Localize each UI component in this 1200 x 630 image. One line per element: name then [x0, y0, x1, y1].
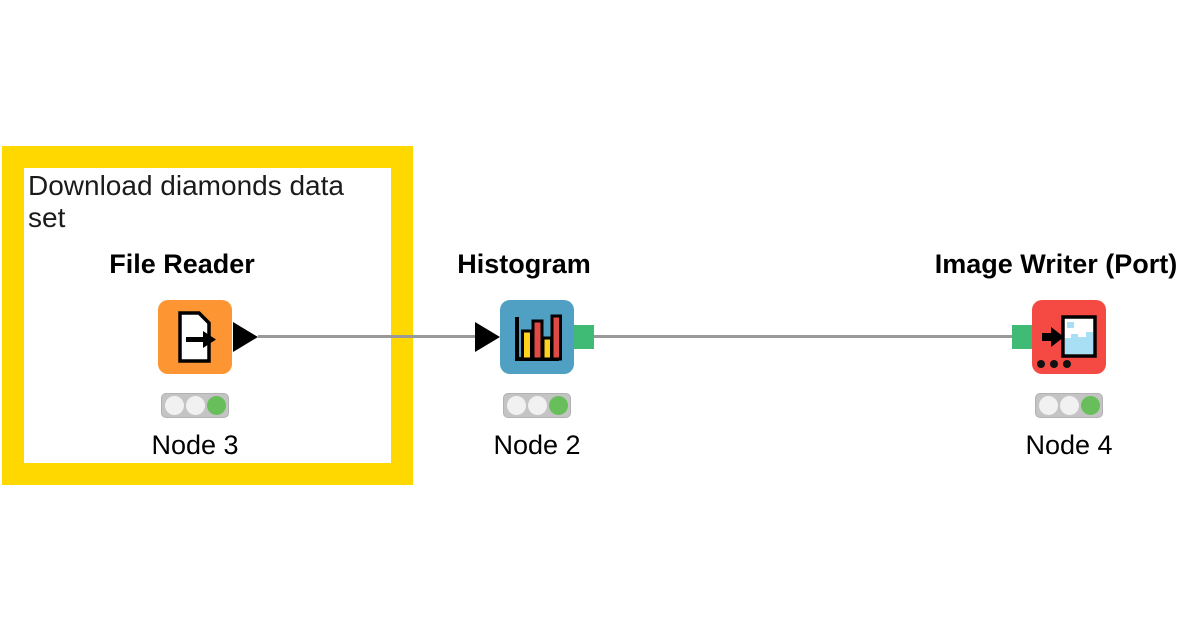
node-histogram[interactable]: Histogram Node 2 [387, 249, 687, 460]
status-light-red [506, 396, 526, 415]
image-write-icon [1042, 315, 1097, 358]
annotation-text: Download diamonds data set [28, 170, 344, 234]
filereader-output-port[interactable] [233, 322, 258, 352]
status-light-green [548, 396, 568, 415]
node-label: Node 2 [493, 430, 581, 460]
histogram-output-port[interactable] [574, 325, 594, 349]
node-label: Node 4 [1025, 430, 1113, 460]
bar-chart-icon [515, 314, 562, 361]
connection-histogram-imagewriter[interactable] [594, 335, 1012, 338]
status-light-red [164, 396, 184, 415]
status-light-red [1038, 396, 1058, 415]
status-light-green [206, 396, 226, 415]
node-title: Image Writer (Port) [934, 249, 1178, 279]
node-label: Node 3 [151, 430, 239, 460]
workflow-annotation[interactable]: Download diamonds data set [2, 146, 413, 485]
file-export-icon [178, 311, 216, 363]
status-traffic-light [1035, 393, 1103, 418]
connection-filereader-histogram[interactable] [258, 335, 475, 338]
imagewriter-input-port[interactable] [1012, 325, 1032, 349]
node-body-histogram[interactable] [500, 300, 574, 374]
status-light-yellow [527, 396, 547, 415]
status-traffic-light [161, 393, 229, 418]
node-body-image-writer[interactable] [1032, 300, 1106, 374]
status-light-green [1080, 396, 1100, 415]
node-body-file-reader[interactable] [158, 300, 232, 374]
node-title: Histogram [457, 249, 591, 279]
ellipsis-dots-icon [1037, 360, 1071, 368]
status-traffic-light [503, 393, 571, 418]
status-light-yellow [1059, 396, 1079, 415]
node-title: File Reader [109, 249, 255, 279]
node-image-writer[interactable]: Image Writer (Port) Node 4 [919, 249, 1200, 460]
histogram-input-port[interactable] [475, 322, 500, 352]
node-file-reader[interactable]: File Reader Node 3 [45, 249, 345, 460]
status-light-yellow [185, 396, 205, 415]
